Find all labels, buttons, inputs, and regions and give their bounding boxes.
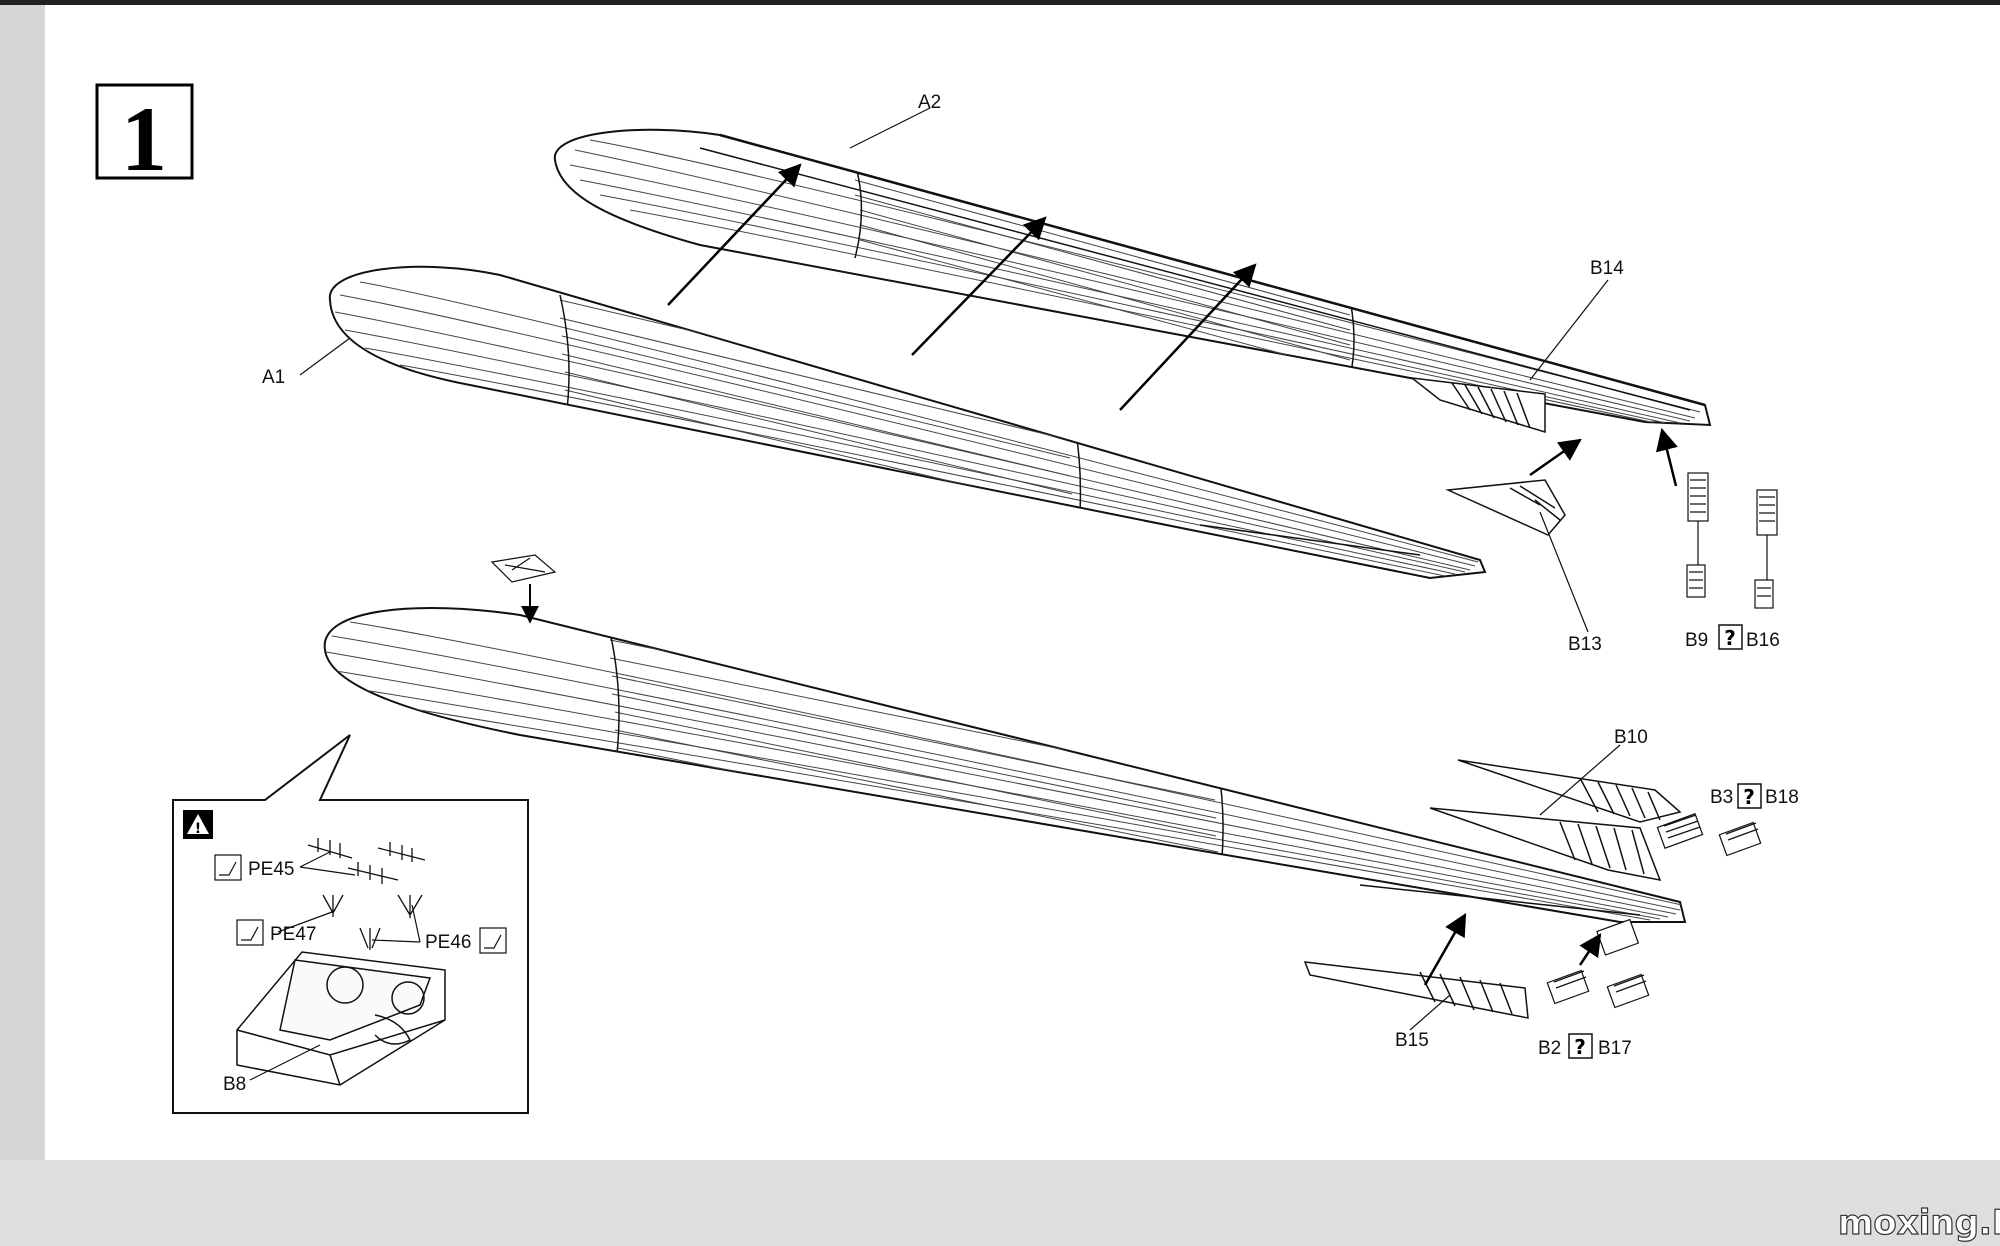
- step-number-box: 1: [95, 83, 194, 190]
- inset-leaders: [249, 851, 421, 1081]
- assembly-arrow-icon: [911, 216, 1047, 356]
- leader-lines-upper: [299, 107, 1609, 633]
- label-b2: B2: [1538, 1038, 1561, 1059]
- hull-part-a2[interactable]: [553, 128, 1712, 427]
- photo-etch-icon: [479, 927, 507, 954]
- warning-icon: !: [183, 810, 213, 839]
- bottom-scan-shadow: [0, 1160, 2000, 1246]
- pe-parts[interactable]: [307, 838, 426, 950]
- label-b13: B13: [1568, 634, 1602, 655]
- label-pe46: PE46: [425, 932, 471, 953]
- photo-etch-icon: [236, 919, 264, 946]
- top-border: [0, 0, 2000, 5]
- label-b14: B14: [1590, 258, 1624, 279]
- svg-text:?: ?: [1743, 785, 1755, 809]
- left-scan-shadow: [0, 0, 45, 1246]
- part-b13[interactable]: [1445, 479, 1566, 536]
- svg-text:?: ?: [1574, 1035, 1586, 1059]
- photo-etch-icon: [214, 854, 242, 881]
- label-b18: B18: [1765, 787, 1799, 808]
- svg-text:!: !: [195, 821, 201, 837]
- parts-b3-b18[interactable]: [1656, 813, 1762, 857]
- part-b8-top[interactable]: [490, 554, 557, 583]
- part-labels: A2 A1 B14 B13 B9 B16 B10 B3 B18 B15 B2 B…: [223, 92, 1799, 1095]
- label-b17: B17: [1598, 1038, 1632, 1059]
- watermark: moxing.NET: [1838, 1203, 2000, 1243]
- parts-b2-b17[interactable]: [1546, 918, 1650, 1009]
- label-b10: B10: [1614, 727, 1648, 748]
- assembly-arrow-icon: [1578, 933, 1602, 966]
- assembly-arrows-lower: [1423, 913, 1602, 986]
- label-a1: A1: [262, 367, 285, 388]
- label-b8: B8: [223, 1074, 246, 1095]
- detail-inset: !: [172, 734, 529, 1114]
- step-number: 1: [121, 88, 167, 190]
- assembly-arrow-icon: [1119, 263, 1257, 411]
- assembly-arrow-icon: [1655, 427, 1678, 487]
- assembly-arrow-icon: [667, 163, 802, 306]
- label-a2: A2: [918, 92, 941, 113]
- assembly-arrows-upper: [667, 163, 1678, 487]
- assembly-arrow-icon: [1529, 438, 1582, 477]
- leader-lines-lower: [1409, 744, 1621, 1031]
- label-b3: B3: [1710, 787, 1733, 808]
- part-b15[interactable]: [1303, 961, 1529, 1019]
- mirror-pair-icon: ?: [1568, 1033, 1593, 1059]
- label-b9: B9: [1685, 630, 1708, 651]
- mirror-pair-icon: ?: [1718, 624, 1743, 650]
- svg-text:?: ?: [1724, 626, 1736, 650]
- parts-b9-b16[interactable]: [1686, 472, 1778, 609]
- part-b14[interactable]: [1409, 376, 1546, 434]
- part-b10[interactable]: [1429, 759, 1682, 881]
- label-b15: B15: [1395, 1030, 1429, 1051]
- assembly-arrow-icon: [1423, 913, 1467, 986]
- label-pe47: PE47: [270, 924, 316, 945]
- label-b16: B16: [1746, 630, 1780, 651]
- part-b8-detail[interactable]: [236, 951, 446, 1086]
- label-pe45: PE45: [248, 859, 294, 880]
- mirror-pair-icon: ?: [1737, 783, 1762, 809]
